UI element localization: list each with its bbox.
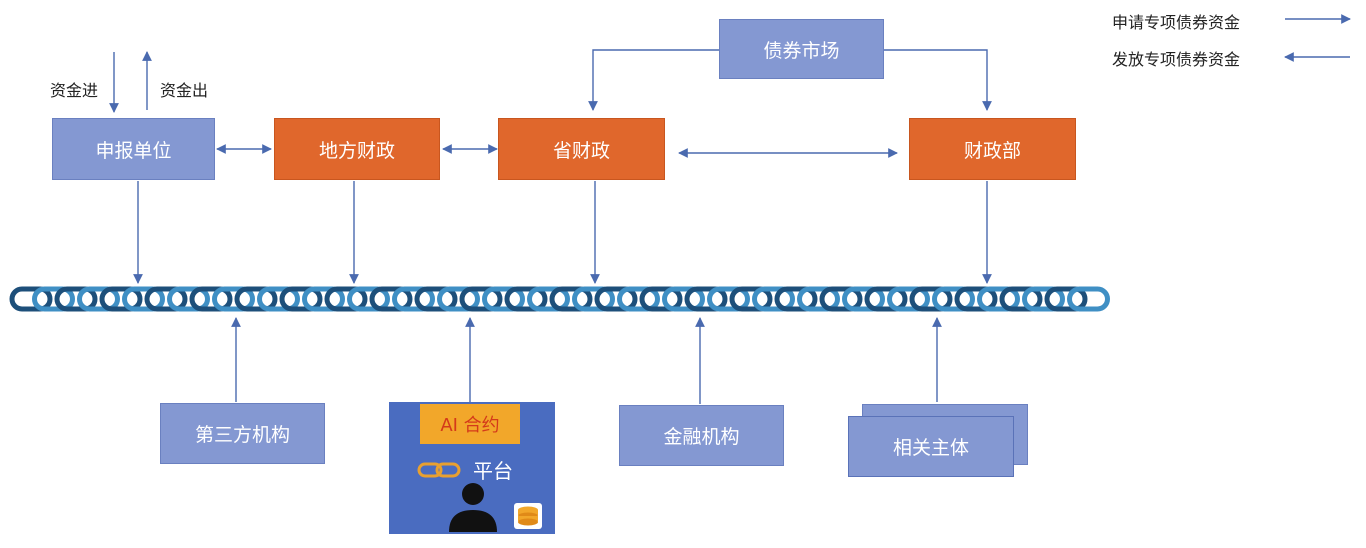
chain-link — [54, 286, 98, 312]
user-icon — [449, 483, 497, 532]
chain-link — [257, 286, 300, 312]
chain-link — [797, 286, 840, 312]
bond-market-node: 债券市场 — [719, 19, 884, 79]
platform-label: 平台 — [473, 459, 513, 483]
related-entities-node: 相关主体 — [848, 416, 1014, 477]
chain-link — [459, 286, 503, 312]
chain-link — [99, 286, 143, 312]
chain-link — [909, 286, 953, 312]
chain-link — [932, 286, 975, 312]
chain-link — [212, 286, 255, 312]
chain-link — [707, 286, 750, 312]
chain-link — [662, 286, 705, 312]
chain-link — [617, 286, 660, 312]
fund-out-label: 资金出 — [160, 81, 209, 100]
legend-issue-label: 发放专项债券资金 — [1112, 50, 1241, 69]
chain-link — [1022, 286, 1065, 312]
bond-market-to-province — [588, 49, 719, 111]
chain-link — [954, 286, 998, 312]
chain-link — [572, 286, 615, 312]
chain-link — [189, 286, 233, 312]
chain-link — [324, 286, 368, 312]
chain-link-icon — [417, 462, 461, 478]
local-finance-node: 地方财政 — [274, 118, 440, 180]
chain-link — [1044, 286, 1088, 312]
chain-link — [639, 286, 683, 312]
chain-link — [864, 286, 908, 312]
bond-market-to-ministry — [883, 49, 992, 111]
chain-link — [977, 286, 1020, 312]
financial-institution-node: 金融机构 — [619, 405, 784, 466]
chain-link — [347, 286, 390, 312]
chain-link — [414, 286, 458, 312]
chain-link — [32, 286, 75, 312]
chain-link — [729, 286, 773, 312]
legend-apply-label: 申请专项债券资金 — [1112, 13, 1241, 32]
ai-contract-tag: AI 合约 — [420, 404, 520, 444]
chain-link — [887, 286, 930, 312]
chain-link — [774, 286, 818, 312]
chain-link — [504, 286, 548, 312]
chain-link — [482, 286, 525, 312]
chain-link — [684, 286, 728, 312]
platform-node: AI 合约 平台 — [389, 402, 555, 534]
chain-link — [167, 286, 210, 312]
chain-link — [549, 286, 593, 312]
chain-link — [437, 286, 480, 312]
chain-link — [234, 286, 278, 312]
chain-link — [302, 286, 345, 312]
fund-in-label: 资金进 — [50, 81, 99, 100]
provincial-finance-node: 省财政 — [498, 118, 665, 180]
third-party-node: 第三方机构 — [160, 403, 325, 464]
chain-link — [279, 286, 323, 312]
chain-link — [527, 286, 570, 312]
ministry-of-finance-node: 财政部 — [909, 118, 1076, 180]
chain-link — [819, 286, 863, 312]
chain-link — [122, 286, 165, 312]
chain-link — [1067, 286, 1110, 312]
chain-link — [369, 286, 413, 312]
chain-link — [77, 286, 120, 312]
chain-link — [594, 286, 638, 312]
chain-link — [752, 286, 795, 312]
chain-link — [842, 286, 885, 312]
chain-link — [144, 286, 188, 312]
blockchain-chain — [9, 286, 1110, 312]
chain-link — [392, 286, 435, 312]
chain-link — [9, 286, 53, 312]
reporting-unit-node: 申报单位 — [52, 118, 215, 180]
coin-stack-icon — [514, 503, 542, 529]
chain-link — [999, 286, 1043, 312]
